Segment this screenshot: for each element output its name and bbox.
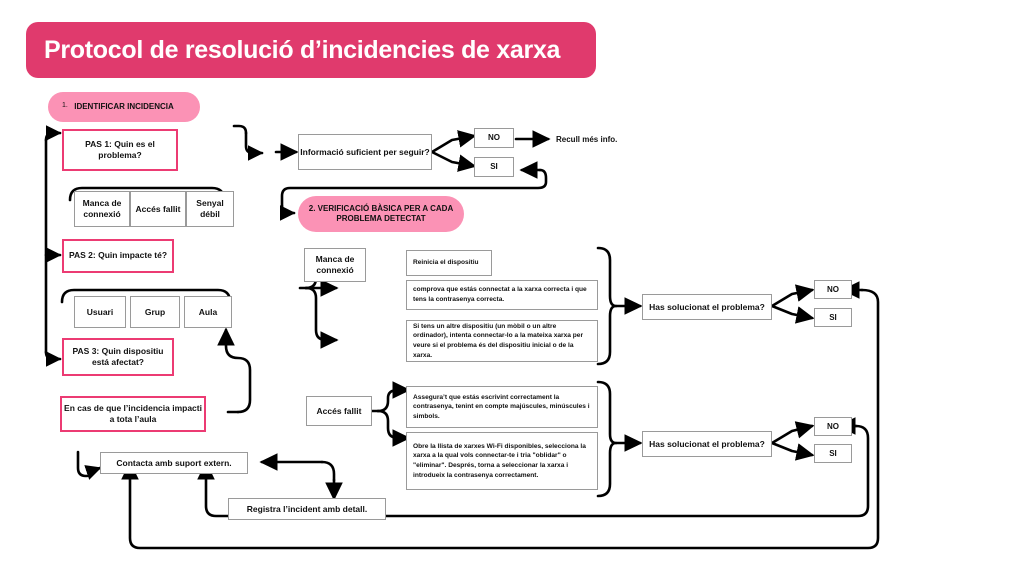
decision-informacio-suficient[interactable]: Informació suficient per seguir? (298, 134, 432, 170)
step-box-pas2[interactable]: PAS 2: Quin impacte té? (62, 239, 174, 273)
section-label: 2. VERIFICACIÓ BÀSICA PER A CADA PROBLEM… (308, 203, 454, 223)
action-text: comprova que estás connectat a la xarxa … (413, 286, 587, 303)
decision-question: Has solucionat el problema? (649, 438, 765, 449)
option-label: NO (827, 284, 839, 294)
impact-scope-usuari[interactable]: Usuari (74, 296, 126, 328)
action-a-2[interactable]: comprova que estás connectat a la xarxa … (406, 280, 598, 310)
verification-group-b-label[interactable]: Accés fallit (306, 396, 372, 426)
step-label: PAS 1: Quin es el problema? (85, 138, 155, 160)
problem-type-label: Accés fallit (135, 203, 181, 214)
step-label: PAS 3: Quin dispositiu está afectat? (72, 345, 164, 367)
problem-type-senyal-debil[interactable]: Senyal débil (186, 191, 234, 227)
outcome-registra-incident[interactable]: Registra l’incident amb detall. (228, 498, 386, 520)
decision-has-solucionat-a[interactable]: Has solucionat el problema? (642, 294, 772, 320)
problem-type-label: Senyal débil (196, 198, 224, 219)
group-label: Accés fallit (316, 405, 362, 416)
outcome-label: Registra l’incident amb detall. (246, 503, 368, 514)
decision-question: Informació suficient per seguir? (300, 146, 430, 157)
verification-group-a-label[interactable]: Manca de connexió (304, 248, 366, 282)
option-label: SI (829, 448, 837, 458)
action-text: Reinicia el dispositiu (413, 259, 479, 267)
section-number: 1. (62, 102, 68, 109)
action-b-1[interactable]: Assegura’t que estás escrivint correctam… (406, 386, 598, 428)
option-no-informacio[interactable]: NO (474, 128, 514, 148)
step-label: PAS 2: Quin impacte té? (68, 250, 168, 261)
option-no-decision-b[interactable]: NO (814, 417, 852, 436)
action-text: Assegura’t que estás escrivint correctam… (413, 393, 590, 420)
page-title-banner: Protocol de resolució d’incidencies de x… (26, 22, 596, 78)
decision-question: Has solucionat el problema? (649, 301, 765, 312)
impact-scope-label: Aula (198, 306, 218, 317)
action-text: Si tens un altre dispositiu (un mòbil o … (413, 322, 584, 359)
impact-scope-aula[interactable]: Aula (184, 296, 232, 328)
step-box-pas1[interactable]: PAS 1: Quin es el problema? (62, 129, 178, 171)
action-a-3[interactable]: Si tens un altre dispositiu (un mòbil o … (406, 320, 598, 362)
step-box-pas3[interactable]: PAS 3: Quin dispositiu está afectat? (62, 338, 174, 376)
classroom-impact-label: En cas de que l’incidencia impacti a tot… (64, 402, 202, 424)
decision-has-solucionat-b[interactable]: Has solucionat el problema? (642, 431, 772, 457)
section-label: IDENTIFICAR INCIDENCIA (74, 101, 174, 111)
problem-type-manca-connexio[interactable]: Manca de connexió (74, 191, 130, 227)
option-si-informacio[interactable]: SI (474, 157, 514, 177)
outcome-label: Contacta amb suport extern. (116, 457, 232, 468)
section-badge-verificacio: 2. VERIFICACIÓ BÀSICA PER A CADA PROBLEM… (298, 196, 464, 232)
option-si-decision-a[interactable]: SI (814, 308, 852, 327)
outcome-label: Recull més info. (556, 135, 618, 144)
impact-scope-label: Grup (144, 306, 166, 317)
section-badge-identificar: 1. IDENTIFICAR INCIDENCIA (48, 92, 200, 122)
page-title: Protocol de resolució d’incidencies de x… (44, 35, 561, 64)
option-label: NO (827, 421, 839, 431)
action-a-1[interactable]: Reinicia el dispositiu (406, 250, 492, 276)
impact-scope-label: Usuari (86, 306, 114, 317)
option-label: SI (490, 162, 498, 171)
impact-scope-grup[interactable]: Grup (130, 296, 180, 328)
action-b-2[interactable]: Obre la llista de xarxes Wi-Fi disponibl… (406, 432, 598, 490)
option-si-decision-b[interactable]: SI (814, 444, 852, 463)
outcome-recull-mes-info: Recull més info. (556, 135, 617, 144)
option-label: SI (829, 312, 837, 322)
problem-type-label: Manca de connexió (82, 198, 122, 219)
outcome-contacta-suport[interactable]: Contacta amb suport extern. (100, 452, 248, 474)
option-label: NO (488, 133, 500, 142)
group-label: Manca de connexió (315, 254, 355, 275)
action-text: Obre la llista de xarxes Wi-Fi disponibl… (413, 442, 586, 479)
problem-type-acces-fallit[interactable]: Accés fallit (130, 191, 186, 227)
option-no-decision-a[interactable]: NO (814, 280, 852, 299)
classroom-impact-note[interactable]: En cas de que l’incidencia impacti a tot… (60, 396, 206, 432)
